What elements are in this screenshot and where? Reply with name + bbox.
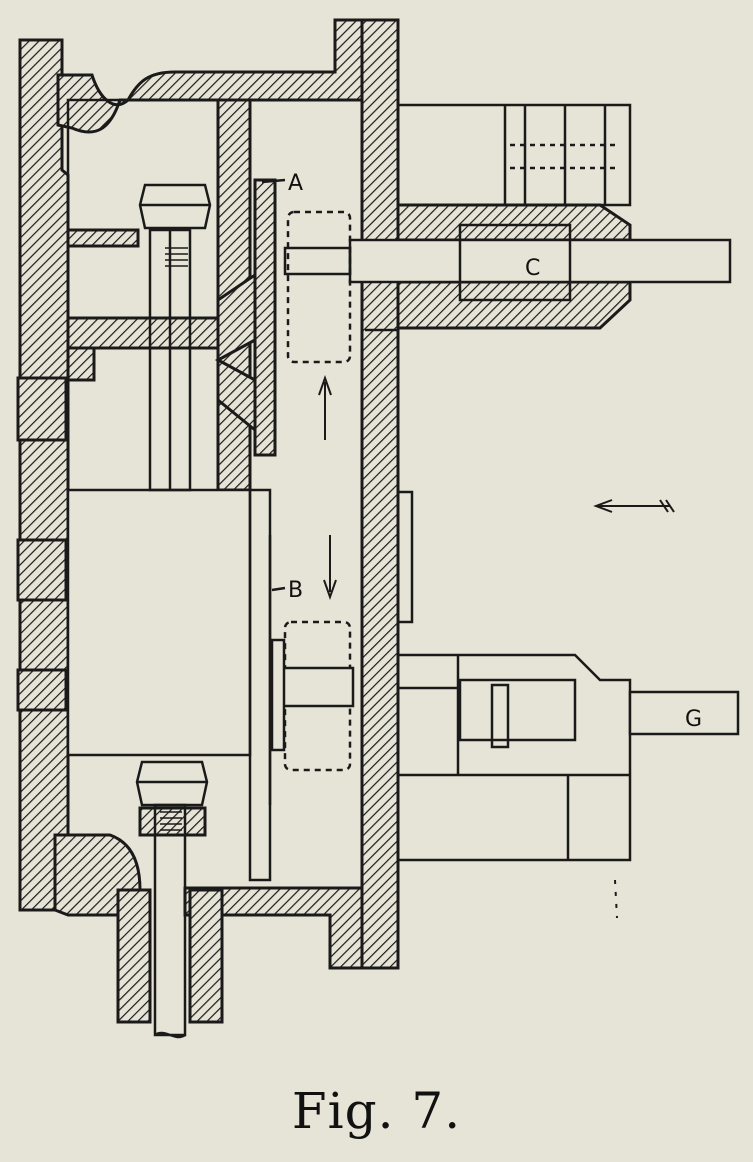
central-vertical-wall: [360, 18, 400, 970]
shaft-c-bushing: [458, 223, 572, 302]
upper-rib-mid: [66, 316, 220, 350]
upper-nut: [138, 183, 212, 230]
upper-thread: [165, 247, 188, 267]
bearing-housing-bottom: [396, 280, 632, 330]
leader-a: [261, 178, 286, 184]
stud-broken-end: [154, 1031, 186, 1039]
coupling-key: [490, 683, 510, 749]
leader-b: [271, 586, 286, 592]
bottom-boss-left: [116, 888, 152, 1024]
upper-rib-left: [66, 228, 140, 248]
lower-block: [66, 488, 252, 757]
lower-shaft-flange: [270, 638, 286, 752]
v-notch: [214, 272, 257, 434]
coupling-inner: [458, 678, 577, 742]
dash-mark: [614, 879, 618, 919]
lower-nut: [135, 760, 209, 807]
left-casing-wall: [18, 38, 70, 912]
arrow-left: [593, 499, 675, 513]
left-casing-step-mid: [16, 538, 68, 602]
upper-block-dashed: [510, 143, 620, 170]
left-casing-step-lower: [16, 668, 68, 712]
label-a: A: [288, 171, 303, 196]
upper-rib-block: [66, 346, 96, 382]
shaft-c: [348, 238, 732, 284]
lower-dashed-roller: [283, 620, 352, 772]
lower-stud: [153, 803, 187, 1037]
bottom-boss-right: [188, 888, 224, 1024]
bearing-housing-top: [396, 203, 632, 242]
left-casing-step-upper: [16, 376, 68, 442]
shaft-g: [628, 690, 740, 736]
arrow-up: [318, 374, 332, 440]
figure-caption: Fig. 7.: [291, 1082, 462, 1140]
mechanical-section-drawing: A B C G: [16, 18, 740, 1039]
arrow-down: [323, 535, 337, 601]
piston-b-plate: [248, 488, 272, 882]
center-bracket: [396, 490, 414, 624]
label-b: B: [288, 578, 303, 603]
lower-gear-housing: [396, 653, 632, 862]
top-cover: [56, 18, 400, 134]
piston-a-wall: [253, 178, 277, 457]
upper-dashed-roller: [286, 210, 352, 364]
label-c: C: [525, 256, 540, 281]
upper-right-block: [398, 103, 632, 207]
lower-shaft-stub: [281, 666, 355, 708]
inner-chamber: [66, 98, 220, 502]
lower-thread: [160, 811, 182, 831]
shaft-c-collar-left: [283, 246, 352, 276]
label-g: G: [685, 707, 702, 732]
